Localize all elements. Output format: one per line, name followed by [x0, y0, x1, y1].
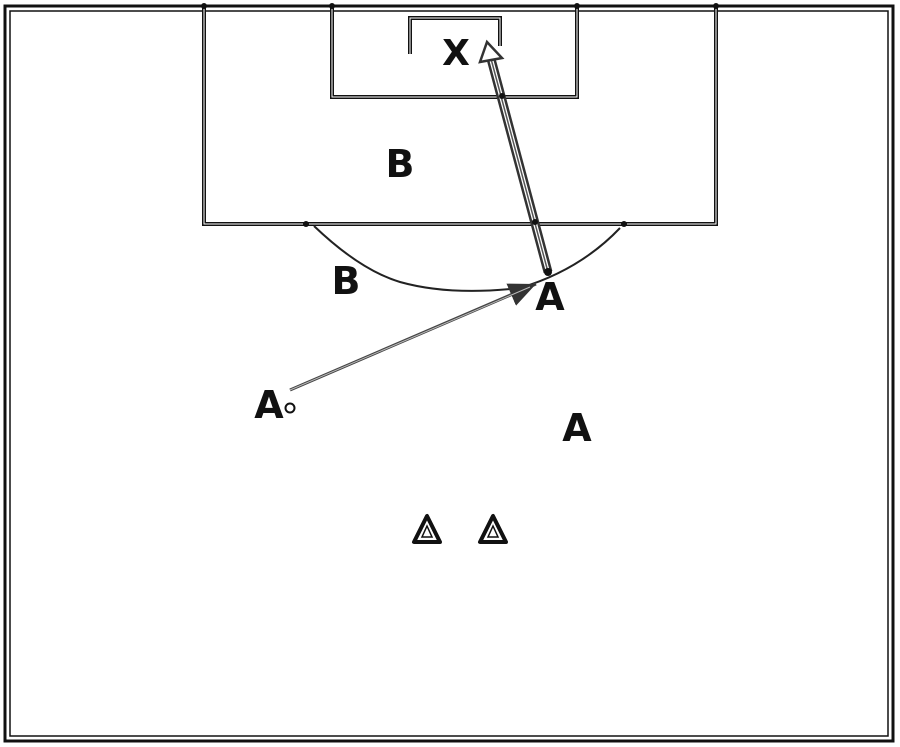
attacker-label-ball: A: [254, 383, 284, 427]
penalty-box: [201, 3, 719, 227]
shot-arrow: [478, 39, 553, 276]
cone-icon: [412, 514, 442, 544]
goal: [408, 16, 502, 54]
attacker-label-right: A: [562, 406, 592, 450]
defender-label-arc: B: [332, 259, 361, 303]
pitch-boundary: [3, 4, 895, 743]
cone-icon: [478, 514, 508, 544]
defender-label-box: B: [386, 142, 415, 186]
pass-arrow: [289, 282, 537, 392]
goalkeeper-label: X: [442, 33, 470, 74]
goal-area: [329, 3, 580, 99]
ball-icon: [284, 402, 296, 414]
attacker-label-arc: A: [535, 275, 565, 319]
penalty-arc: [313, 225, 621, 292]
